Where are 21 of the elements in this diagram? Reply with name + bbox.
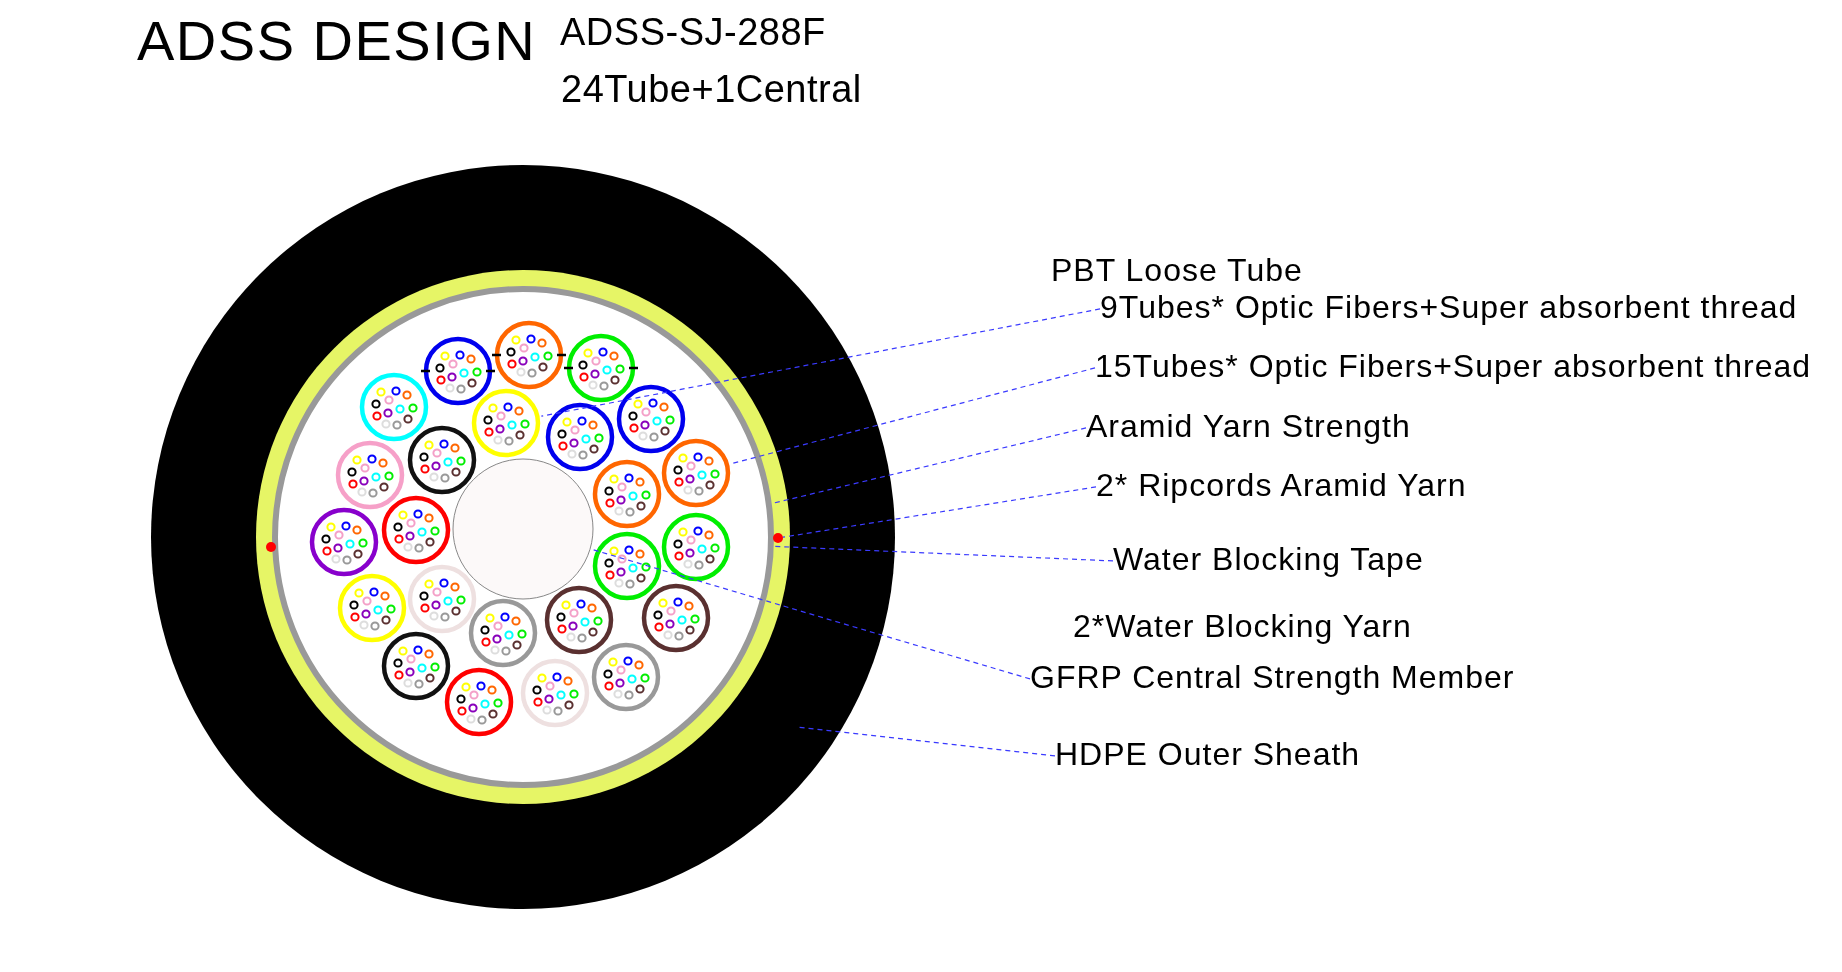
part-label: 9Tubes* Optic Fibers+Super absorbent thread [1100,287,1798,327]
diagram-title: ADSS DESIGN [137,8,537,75]
loose-tube-drawing [471,388,541,458]
part-label: Water Blocking Tape [1113,539,1424,579]
model-label: ADSS-SJ-288F [560,10,826,56]
model-label: 24Tube+1Central [561,67,862,113]
leader-line [730,367,1096,465]
part-label: 15Tubes* Optic Fibers+Super absorbent thread [1095,346,1812,386]
loose-tube-drawing [661,438,731,508]
part-label: HDPE Outer Sheath [1055,734,1361,774]
part-label: 2* Ripcords Aramid Yarn [1096,465,1467,505]
leader-line [773,427,1087,504]
part-label: Aramid Yarn Strength [1086,406,1411,446]
part-label: GFRP Central Strength Member [1030,657,1515,697]
leader-line [782,486,1097,538]
part-label: PBT Loose Tube [1051,250,1303,290]
part-label: 2*Water Blocking Yarn [1073,606,1412,646]
central-strength-member [452,458,594,600]
ripcord [773,533,783,543]
leader-line [773,545,1114,562]
outer-sheath [151,165,895,909]
